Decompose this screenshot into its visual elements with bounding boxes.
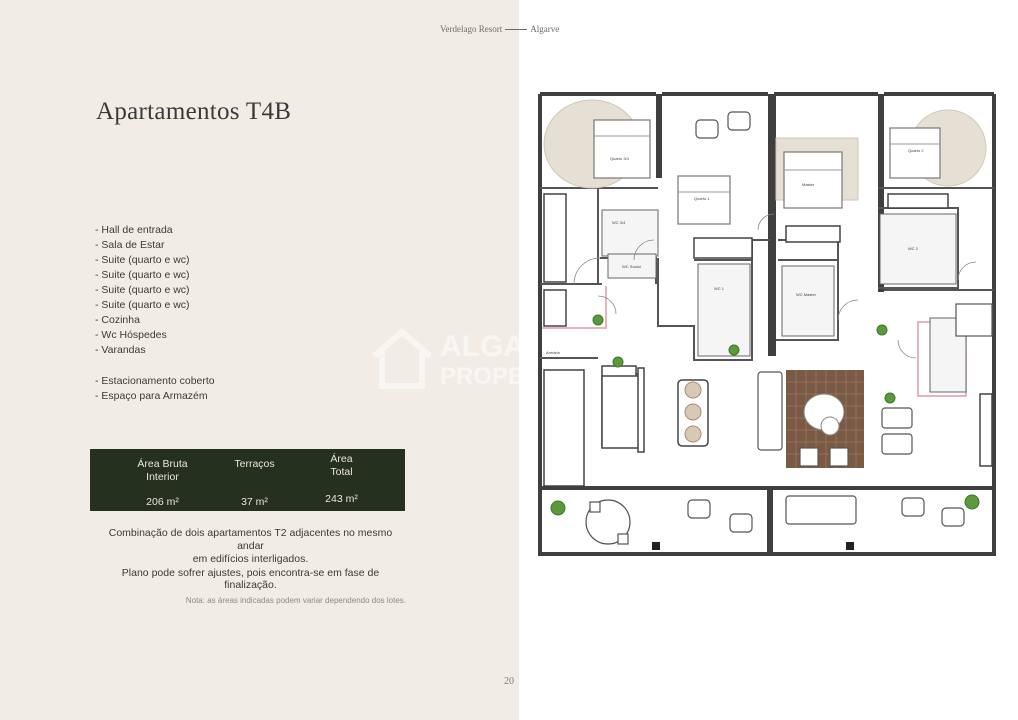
bed-quarto-1 — [677, 175, 731, 225]
list-item: - Sala de Estar — [95, 239, 165, 251]
bed-master — [783, 151, 843, 209]
bed-quarto-3 — [593, 119, 651, 179]
page-title: Apartamentos T4B — [96, 98, 292, 125]
label-wc-3: WC 3/4 — [612, 220, 626, 225]
page-header: Verdelago Resort Algarve — [440, 24, 600, 34]
gross-area-value: 206 m² — [146, 496, 179, 508]
watermark-text-1: ALGA — [440, 330, 525, 363]
feature-list-extra: - Estacionamento coberto - Espaço para A… — [95, 374, 215, 404]
total-area-label-2: Total — [330, 465, 353, 478]
gross-area-label-2: Interior — [146, 470, 179, 483]
list-item: - Hall de entrada — [95, 224, 173, 236]
area-summary: Área Bruta Interior 206 m² Terraços 37 m… — [90, 449, 405, 511]
label-quarto-1: Quarto 1 — [694, 196, 710, 201]
left-panel — [0, 0, 519, 720]
label-wc-1: WC 1 — [714, 286, 725, 291]
label-quarto-2: Quarto 2 — [908, 148, 924, 153]
bed-quarto-2 — [889, 127, 941, 179]
watermark-logo: ALGA PROPE — [372, 328, 525, 390]
header-region: Algarve — [530, 24, 560, 34]
label-armario: Armário — [546, 350, 561, 355]
floor-plan: Quarto 3/4 Quarto 1 Master Quarto 2 WC 3… — [538, 90, 998, 558]
combination-note: Combinação de dois apartamentos T2 adjac… — [108, 527, 393, 565]
label-wc-2: WC 2 — [908, 246, 919, 251]
header-divider — [505, 28, 528, 30]
list-item: - Cozinha — [95, 314, 140, 326]
label-wc-social: WC Social — [622, 264, 641, 269]
house-body-icon — [379, 352, 425, 389]
watermark-text-2: PROPE — [440, 363, 524, 390]
page-number: 20 — [504, 676, 514, 687]
list-item: - Varandas — [95, 344, 146, 356]
header-resort: Verdelago Resort — [440, 24, 503, 34]
gross-area-label: Área Bruta — [137, 458, 188, 470]
list-item: - Espaço para Armazém — [95, 390, 208, 402]
label-master: Master — [802, 182, 815, 187]
plan-adjust-note: Plano pode sofrer ajustes, pois encontra… — [121, 567, 380, 591]
label-quarto-3: Quarto 3/4 — [610, 156, 630, 161]
list-item: - Suite (quarto e wc) — [95, 254, 190, 266]
total-area-label: Área — [330, 453, 353, 465]
list-item: - Suite (quarto e wc) — [95, 284, 190, 296]
list-item: - Suite (quarto e wc) — [95, 299, 190, 311]
house-roof-icon — [372, 328, 432, 359]
list-item: - Wc Hóspedes — [95, 329, 167, 341]
terrace-area-value: 37 m² — [241, 496, 268, 508]
label-wc-master: WC Master — [796, 292, 817, 297]
list-item: - Estacionamento coberto — [95, 375, 215, 387]
feature-list: - Hall de entrada - Sala de Estar - Suit… — [95, 223, 190, 358]
disclaimer-note: Nota: as áreas indicadas podem variar de… — [185, 596, 406, 605]
total-area-value: 243 m² — [325, 493, 358, 505]
list-item: - Suite (quarto e wc) — [95, 269, 190, 281]
terrace-area-label: Terraços — [234, 458, 275, 470]
